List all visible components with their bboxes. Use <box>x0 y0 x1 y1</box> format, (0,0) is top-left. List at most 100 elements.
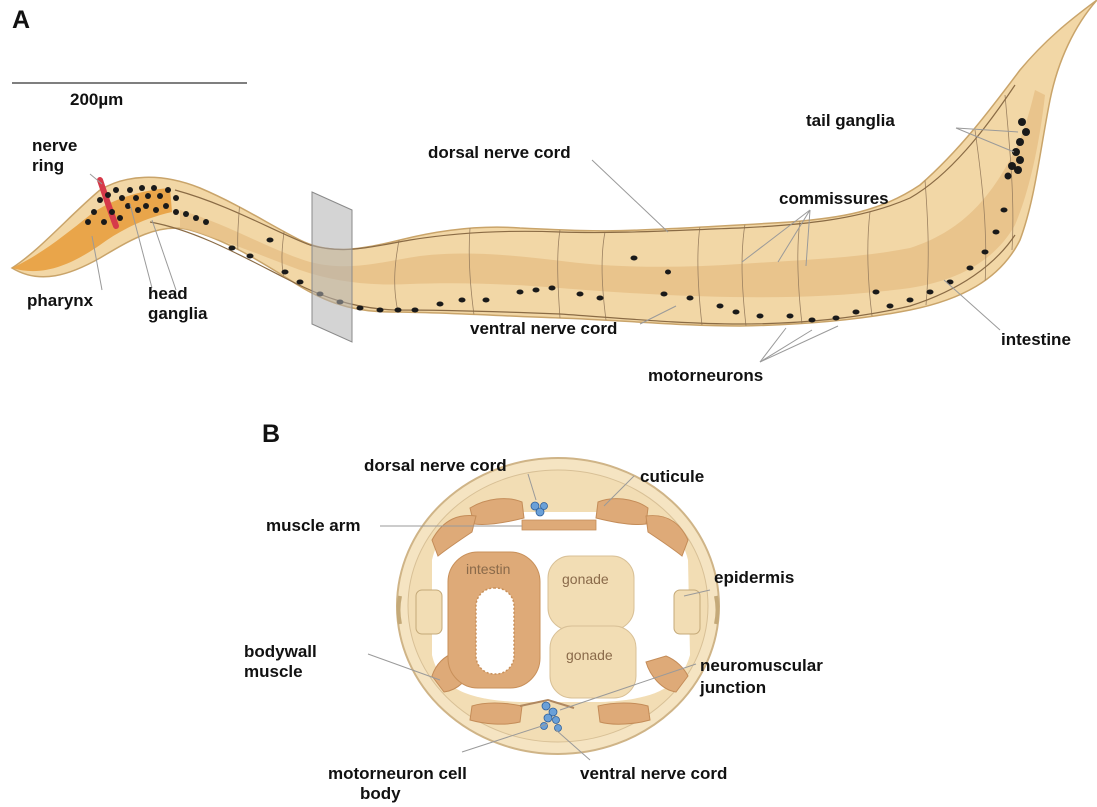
neuron <box>665 270 671 275</box>
nerve-cell <box>555 725 562 732</box>
neuron <box>247 254 254 259</box>
cross-section-plane <box>312 192 352 342</box>
neuron <box>787 314 794 319</box>
neuromuscular-junction-label-line2: junction <box>700 678 766 698</box>
neuron <box>357 306 364 311</box>
muscle-arm-label: muscle arm <box>266 516 361 536</box>
neuron <box>437 302 444 307</box>
gonade-top-inner-label: gonade <box>562 571 609 587</box>
cross-section: intestin gonade gonade <box>397 458 719 754</box>
leader-line <box>592 160 668 232</box>
neuron <box>757 314 764 319</box>
head-ganglia-label-line2: ganglia <box>148 304 208 324</box>
muscle-cell <box>470 703 522 724</box>
neuron <box>203 219 209 225</box>
nerve-cell <box>553 717 560 724</box>
neuron <box>887 304 894 309</box>
neuron <box>982 250 989 255</box>
motorneurons-label: motorneurons <box>648 366 763 386</box>
muscle-cell <box>598 703 650 724</box>
neuromuscular-junction-label-line1: neuromuscular <box>700 656 823 676</box>
neuron <box>85 219 91 225</box>
bodywall-muscle-label-line2: muscle <box>244 662 303 682</box>
intestin-inner-label: intestin <box>466 561 510 577</box>
neuron <box>1016 138 1024 146</box>
bodywall-muscle-label-line1: bodywall <box>244 642 317 662</box>
neuron <box>597 296 604 301</box>
leader-line <box>760 326 838 362</box>
neuron <box>91 209 97 215</box>
leader-line <box>760 330 812 362</box>
nerve-cell <box>541 503 548 510</box>
neuron <box>967 266 974 271</box>
neuron <box>661 292 668 297</box>
neuron <box>1018 118 1026 126</box>
neuron <box>133 195 139 201</box>
neuron <box>549 286 556 291</box>
nerve-cell <box>542 702 550 710</box>
nerve-ring-label-line1: nerve <box>32 136 77 156</box>
neuron <box>267 238 274 243</box>
neuron <box>873 290 880 295</box>
neuron <box>631 256 638 261</box>
neuron <box>833 316 840 321</box>
neuron <box>1014 166 1022 174</box>
cs-dorsal-nerve-cord-label: dorsal nerve cord <box>364 456 507 476</box>
neuron <box>127 187 133 193</box>
neuron <box>483 298 490 303</box>
neuron <box>165 187 171 193</box>
neuron <box>809 318 816 323</box>
neuron <box>101 219 107 225</box>
neuron <box>717 304 724 309</box>
neuron <box>733 310 740 315</box>
neuron <box>183 211 189 217</box>
neuron <box>151 185 157 191</box>
ventral-nerve-cord-label: ventral nerve cord <box>470 319 617 339</box>
neuron <box>459 298 466 303</box>
neuron <box>687 296 694 301</box>
commissures-label: commissures <box>779 189 889 209</box>
leader-line <box>760 328 786 362</box>
head-ganglia-label-line1: head <box>148 284 188 304</box>
neuron <box>282 270 289 275</box>
neuron <box>105 192 111 198</box>
lateral-cord-left <box>416 590 442 634</box>
dorsal-nerve-cord-label: dorsal nerve cord <box>428 143 571 163</box>
panel-b-letter: B <box>262 420 280 448</box>
lateral-seam-right <box>716 596 718 624</box>
neuron <box>173 209 179 215</box>
neuron <box>153 207 159 213</box>
lateral-cord-right <box>674 590 700 634</box>
neuron <box>119 195 125 201</box>
neuron <box>1016 156 1024 164</box>
neuron <box>1022 128 1030 136</box>
lateral-seam-left <box>399 596 401 624</box>
gonad-top <box>548 556 634 630</box>
neuron <box>1001 208 1008 213</box>
worm-body <box>12 0 1097 326</box>
neuron <box>577 292 584 297</box>
neuron <box>229 246 236 251</box>
neuron <box>173 195 179 201</box>
tail-ganglia-label: tail ganglia <box>806 111 895 131</box>
neuron <box>395 308 402 313</box>
neuron <box>139 185 145 191</box>
neuron <box>193 215 199 221</box>
neuron <box>135 207 141 213</box>
neuron <box>97 197 103 203</box>
neuron <box>907 298 914 303</box>
motorneuron-cell-body-label-line2: body <box>360 784 401 804</box>
epidermis-label: epidermis <box>714 568 794 588</box>
panel-a-letter: A <box>12 6 30 34</box>
muscle-arm-band <box>522 520 596 530</box>
neuron <box>113 187 119 193</box>
neuron <box>297 280 304 285</box>
neuron <box>412 308 419 313</box>
neuron <box>517 290 524 295</box>
cuticule-label: cuticule <box>640 467 704 487</box>
nerve-cell <box>544 714 552 722</box>
nerve-ring-label-line2: ring <box>32 156 64 176</box>
neuron <box>1005 173 1012 180</box>
neuron <box>143 203 149 209</box>
